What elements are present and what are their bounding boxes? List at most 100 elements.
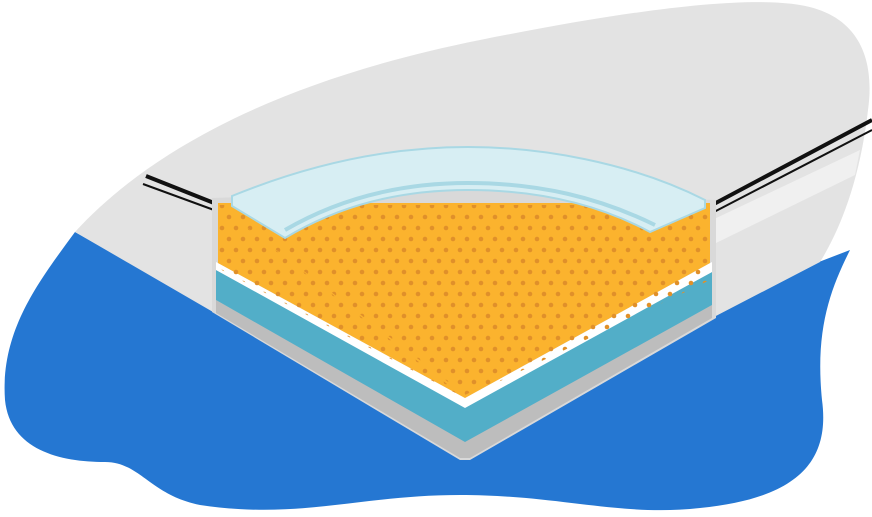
perforation-dot bbox=[702, 236, 708, 242]
perforation-dot bbox=[485, 313, 491, 319]
perforation-dot bbox=[415, 313, 421, 319]
perforation-dot bbox=[618, 302, 624, 308]
perforation-dot bbox=[401, 205, 407, 209]
perforation-dot bbox=[492, 236, 498, 242]
perforation-dot bbox=[576, 280, 582, 286]
perforation-dot bbox=[674, 236, 680, 242]
perforation-dot bbox=[478, 258, 484, 264]
perforation-dot bbox=[240, 214, 246, 220]
cover-highlight-band bbox=[712, 150, 860, 245]
perforation-dot bbox=[219, 247, 225, 253]
perforation-dot bbox=[576, 258, 582, 264]
perforation-dot bbox=[506, 346, 512, 352]
perforation-dot bbox=[625, 269, 631, 275]
perforation-dot bbox=[436, 346, 442, 352]
perforation-dot bbox=[506, 280, 512, 286]
perforation-dot bbox=[597, 313, 603, 319]
perforation-dot bbox=[569, 313, 575, 319]
perforation-dot bbox=[541, 291, 547, 297]
perforation-dot bbox=[380, 280, 386, 286]
perforation-dot bbox=[478, 368, 484, 374]
perforation-dot bbox=[352, 236, 358, 242]
perforation-dot bbox=[527, 269, 533, 275]
perforation-dot bbox=[653, 291, 659, 297]
perforation-dot bbox=[408, 280, 414, 286]
perforation-dot bbox=[296, 236, 302, 242]
perforation-dot bbox=[611, 247, 617, 253]
perforation-dot bbox=[345, 225, 351, 231]
perforation-dot bbox=[226, 258, 232, 264]
perforation-dot bbox=[261, 247, 267, 253]
perforation-dot bbox=[471, 269, 477, 275]
perforation-dot bbox=[422, 346, 428, 352]
perforation-dot bbox=[317, 269, 323, 275]
perforation-dot bbox=[583, 335, 589, 341]
perforation-dot bbox=[352, 280, 358, 286]
perforation-dot bbox=[604, 302, 610, 308]
perforation-dot bbox=[534, 258, 540, 264]
perforation-dot bbox=[513, 357, 519, 363]
perforation-dot bbox=[387, 291, 393, 297]
perforation-dot bbox=[534, 214, 540, 220]
perforation-dot bbox=[310, 236, 316, 242]
perforation-dot bbox=[436, 368, 442, 374]
perforation-dot bbox=[380, 324, 386, 330]
perforation-dot bbox=[660, 280, 666, 286]
perforation-dot bbox=[443, 335, 449, 341]
perforation-dot bbox=[450, 258, 456, 264]
perforation-dot bbox=[646, 280, 652, 286]
perforation-dot bbox=[296, 258, 302, 264]
perforation-dot bbox=[345, 269, 351, 275]
perforation-dot bbox=[541, 225, 547, 231]
perforation-dot bbox=[618, 258, 624, 264]
perforation-dot bbox=[464, 280, 470, 286]
perforation-dot bbox=[506, 236, 512, 242]
perforation-dot bbox=[394, 258, 400, 264]
perforation-dot bbox=[611, 291, 617, 297]
perforation-dot bbox=[408, 214, 414, 220]
perforation-dot bbox=[268, 280, 274, 286]
perforation-dot bbox=[401, 225, 407, 231]
perforation-dot bbox=[303, 291, 309, 297]
perforation-dot bbox=[695, 269, 701, 275]
perforation-dot bbox=[338, 324, 344, 330]
perforation-dot bbox=[268, 236, 274, 242]
perforation-dot bbox=[492, 346, 498, 352]
perforation-dot bbox=[331, 247, 337, 253]
perforation-dot bbox=[576, 214, 582, 220]
perforation-dot bbox=[576, 236, 582, 242]
perforation-dot bbox=[233, 225, 239, 231]
perforation-dot bbox=[303, 269, 309, 275]
perforation-dot bbox=[576, 324, 582, 330]
perforation-dot bbox=[597, 269, 603, 275]
perforation-dot bbox=[450, 368, 456, 374]
perforation-dot bbox=[569, 205, 575, 209]
perforation-dot bbox=[359, 291, 365, 297]
perforation-dot bbox=[429, 291, 435, 297]
perforation-dot bbox=[639, 269, 645, 275]
perforation-dot bbox=[457, 247, 463, 253]
perforation-dot bbox=[422, 302, 428, 308]
perforation-dot bbox=[527, 291, 533, 297]
perforation-dot bbox=[583, 269, 589, 275]
perforation-dot bbox=[471, 379, 477, 385]
perforation-dot bbox=[247, 247, 253, 253]
perforation-dot bbox=[401, 335, 407, 341]
perforation-dot bbox=[275, 291, 281, 297]
perforation-dot bbox=[366, 214, 372, 220]
perforation-dot bbox=[555, 269, 561, 275]
perforation-dot bbox=[471, 225, 477, 231]
perforation-dot bbox=[632, 236, 638, 242]
top-comfort-layer bbox=[231, 145, 706, 240]
perforation-dot bbox=[338, 258, 344, 264]
perforation-dot bbox=[534, 280, 540, 286]
perforation-dot bbox=[457, 225, 463, 231]
perforation-dot bbox=[415, 269, 421, 275]
perforation-dot bbox=[436, 324, 442, 330]
perforation-dot bbox=[394, 280, 400, 286]
perforation-dot bbox=[653, 269, 659, 275]
perforation-dot bbox=[611, 313, 617, 319]
perforation-dot bbox=[583, 225, 589, 231]
perforation-dot bbox=[555, 291, 561, 297]
